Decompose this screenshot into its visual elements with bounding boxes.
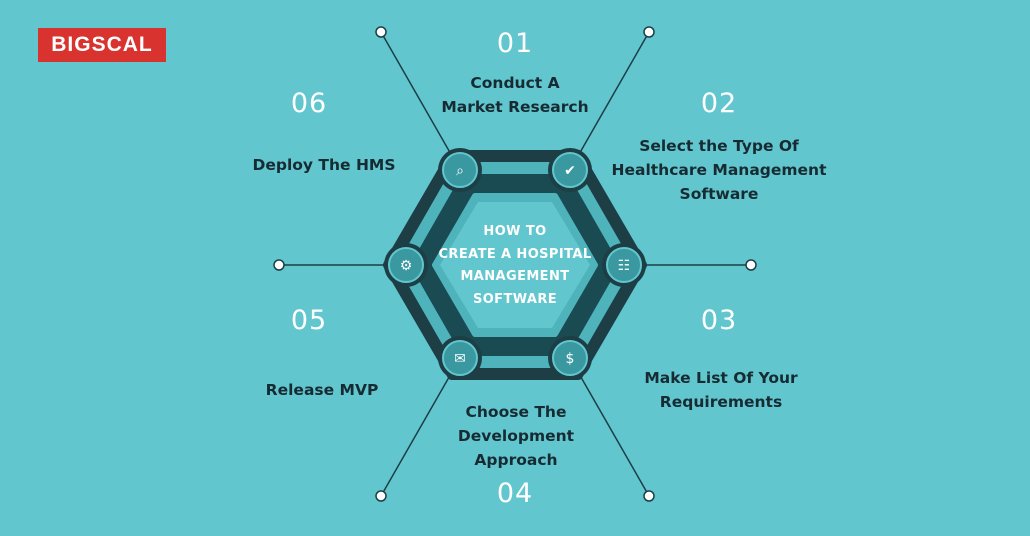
- money-icon: $: [566, 351, 575, 367]
- step-number-01: 01: [496, 28, 534, 59]
- endpoint-dot: [643, 26, 655, 38]
- title-line: SOFTWARE: [472, 291, 558, 307]
- brand-logo: BIGSCAL: [38, 28, 166, 62]
- step-label-06: Deploy The HMS: [252, 153, 395, 177]
- step-label-05: Release MVP: [266, 378, 379, 402]
- step-label-line: Requirements: [659, 393, 783, 411]
- connector-line-04: [569, 357, 650, 497]
- gear-icon: ⚙: [400, 258, 413, 274]
- step-number-05: 05: [290, 305, 328, 336]
- step-label-line: Conduct A: [470, 74, 560, 92]
- step-label-line: Release MVP: [265, 381, 379, 399]
- step-node-04: $: [548, 336, 592, 380]
- step-number-04: 04: [496, 478, 534, 509]
- step-node-03: ☷: [602, 243, 646, 287]
- step-number-03: 03: [700, 305, 738, 336]
- step-label-line: Software: [679, 185, 759, 203]
- clipboard-icon: ☷: [618, 258, 631, 274]
- step-label-04: Choose The Development Approach: [458, 400, 574, 472]
- step-label-line: Market Research: [441, 98, 589, 116]
- step-label-line: Choose The: [465, 403, 567, 421]
- title-line: CREATE A HOSPITAL: [438, 246, 592, 262]
- endpoint-dot: [745, 259, 757, 271]
- step-label-01: Conduct A Market Research: [441, 71, 588, 119]
- connector-line-05: [380, 357, 461, 497]
- step-node-06: ⚙: [384, 243, 428, 287]
- step-label-line: Make List Of Your: [644, 369, 798, 387]
- step-number-02: 02: [700, 88, 738, 119]
- node-disc: [606, 247, 642, 283]
- step-label-line: Approach: [474, 451, 558, 469]
- step-node-05: ✉: [438, 336, 482, 380]
- step-label-line: Deploy The HMS: [252, 156, 396, 174]
- step-label-line: Select the Type Of: [639, 137, 799, 155]
- node-disc: [442, 152, 478, 188]
- step-node-02: ✔: [548, 148, 592, 192]
- envelope-icon: ✉: [454, 351, 466, 367]
- document-search-icon: ⌕: [456, 163, 464, 179]
- node-disc: [442, 340, 478, 376]
- node-disc: [552, 340, 588, 376]
- endpoint-dot: [375, 26, 387, 38]
- connector-line-01: [380, 31, 461, 171]
- step-node-01: ⌕: [438, 148, 482, 192]
- step-label-02: Select the Type Of Healthcare Management…: [612, 134, 827, 206]
- title-line: HOW TO: [483, 224, 547, 239]
- shield-check-icon: ✔: [564, 163, 576, 179]
- node-disc: [552, 152, 588, 188]
- brand-logo-text: BIGSCAL: [51, 33, 153, 56]
- step-label-03: Make List Of Your Requirements: [644, 366, 797, 414]
- node-disc: [388, 247, 424, 283]
- connector-line-02: [569, 31, 650, 171]
- hexagon-center: [440, 202, 590, 328]
- step-number-06: 06: [290, 88, 328, 119]
- title-line: MANAGEMENT: [460, 269, 570, 284]
- step-label-line: Development: [457, 427, 575, 445]
- endpoint-dot: [643, 490, 655, 502]
- step-label-line: Healthcare Management: [611, 161, 827, 179]
- diagram-title: HOW TO CREATE A HOSPITAL MANAGEMENT SOFT…: [438, 221, 591, 311]
- endpoint-dot: [375, 490, 387, 502]
- endpoint-dot: [273, 259, 285, 271]
